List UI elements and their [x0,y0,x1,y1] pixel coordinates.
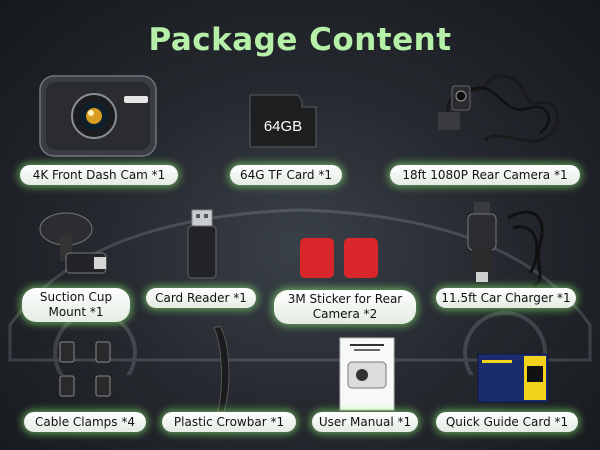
item-label-plastic-crowbar: Plastic Crowbar *1 [162,412,296,432]
sticker-icon [300,238,378,278]
sd-card-capacity: 64GB [264,118,302,135]
car-charger-icon [467,202,544,288]
item-label-tf-card: 64G TF Card *1 [230,165,342,185]
item-label-cable-clamps: Cable Clamps *4 [24,412,146,432]
item-label-car-charger: 11.5ft Car Charger *1 [436,288,576,308]
item-label-front-dash-cam: 4K Front Dash Cam *1 [20,165,178,185]
item-label-user-manual: User Manual *1 [312,412,418,432]
sd-card-icon: 64GB [249,94,317,148]
crowbar-icon [213,325,230,413]
item-label-suction-cup-mount: Suction Cup Mount *1 [22,288,130,322]
page-title: Package Content [148,22,452,58]
item-label-3m-sticker: 3M Sticker for Rear Camera *2 [274,290,416,324]
rear-camera-icon [438,74,560,143]
card-reader-icon [187,209,217,279]
item-label-quick-guide-card: Quick Guide Card *1 [436,412,578,432]
item-label-rear-camera: 18ft 1080P Rear Camera *1 [390,165,580,185]
cable-clamp-icon [59,341,111,397]
dash-cam-icon [39,75,157,157]
guide-card-icon [477,353,549,403]
manual-icon [339,337,395,411]
item-label-card-reader: Card Reader *1 [146,288,256,308]
suction-mount-icon [39,212,107,274]
